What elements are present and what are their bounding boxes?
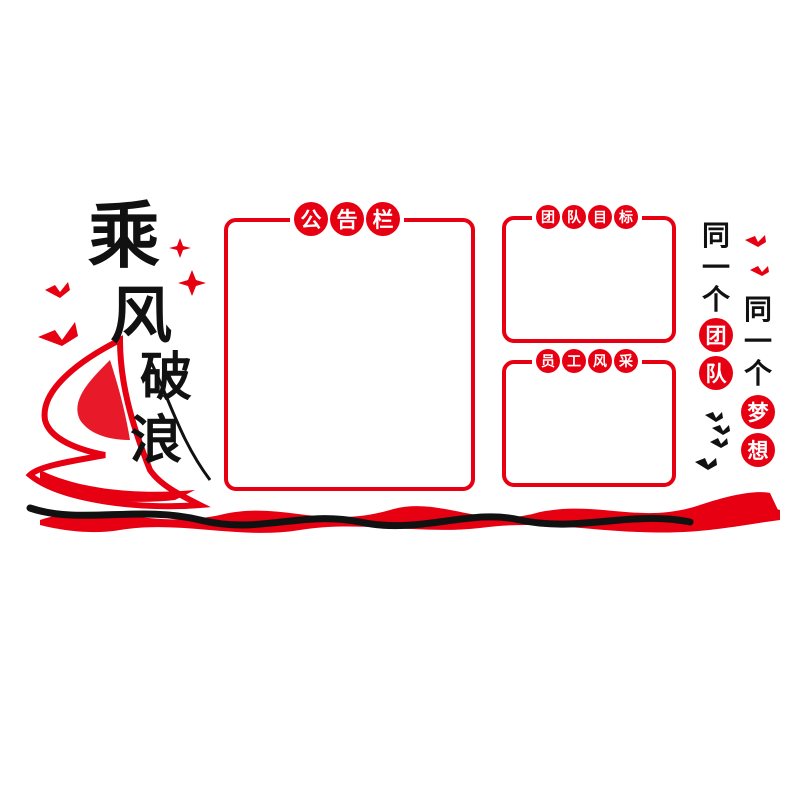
label-char: 栏: [366, 202, 400, 236]
label-char: 标: [614, 205, 638, 229]
slogan-char: 一: [701, 251, 730, 284]
wave-red-tip: [700, 492, 778, 518]
bird-icon: [45, 282, 70, 298]
slogan-char: 同: [701, 219, 730, 252]
slogan-circle-char: 想: [741, 433, 775, 467]
label-char: 采: [614, 349, 638, 373]
bird-icon: [705, 412, 723, 422]
label-char: 工: [562, 349, 586, 373]
title-char: 破: [140, 347, 193, 408]
slogan-char: 个: [701, 283, 730, 316]
bird-icon: [710, 438, 728, 448]
title-char: 风: [110, 279, 173, 352]
staff-style-label: 员 工 风 采: [532, 349, 642, 373]
team-goals-label: 团 队 目 标: [532, 205, 642, 229]
slogan-char: 同: [743, 293, 772, 326]
title-char: 乘: [88, 193, 161, 278]
bird-icon: [745, 235, 766, 247]
slogan-char: 一: [743, 325, 772, 358]
staff-style-frame: [502, 360, 676, 487]
bird-icon: [712, 425, 730, 435]
notice-board-frame: [224, 218, 475, 491]
slogan-circle-char: 团: [699, 318, 733, 352]
sail-outline: [25, 335, 211, 510]
star-icon: [169, 238, 191, 258]
bird-icon: [695, 458, 717, 470]
sail-black-stroke: [148, 359, 212, 481]
label-char: 队: [562, 205, 586, 229]
label-char: 告: [330, 202, 364, 236]
label-char: 团: [536, 205, 560, 229]
star-icon: [178, 270, 206, 296]
label-char: 公: [294, 202, 328, 236]
slogan-char: 个: [743, 357, 772, 390]
title-char: 浪: [130, 410, 183, 471]
slogan-circle-char: 梦: [741, 395, 775, 429]
notice-board-label: 公 告 栏: [290, 202, 404, 236]
sail-base: [40, 470, 195, 502]
wave-black: [26, 504, 694, 530]
label-char: 员: [536, 349, 560, 373]
bird-icon: [38, 322, 78, 346]
label-char: 风: [588, 349, 612, 373]
sail-inner: [77, 360, 130, 440]
team-goals-frame: [502, 216, 676, 343]
bird-icon: [750, 266, 769, 276]
label-char: 目: [588, 205, 612, 229]
slogan-circle-char: 队: [699, 356, 733, 390]
